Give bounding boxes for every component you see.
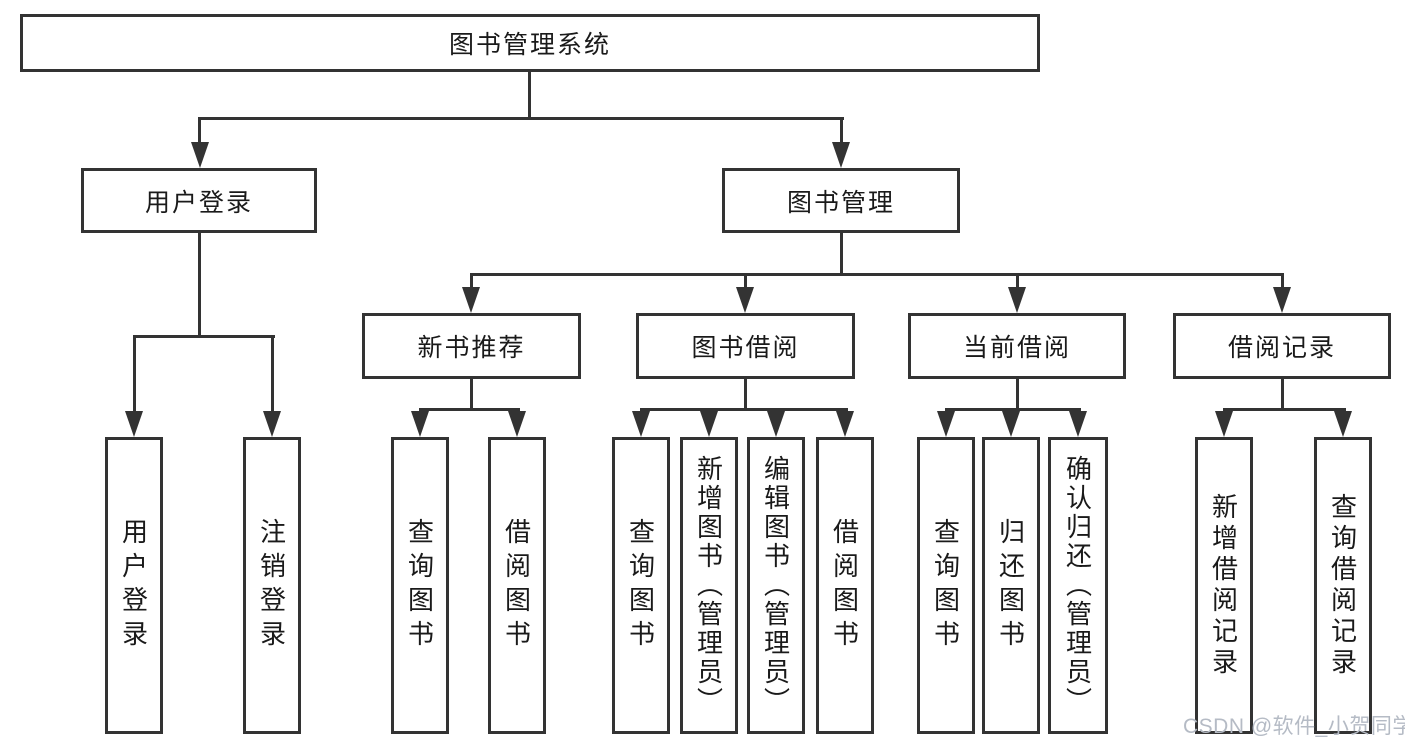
- connector-line: [470, 273, 1284, 276]
- leaf-borrow-book-borrow: 借阅图书: [816, 437, 874, 734]
- leaf-confirm-return-admin: 确认归还（管理员）: [1048, 437, 1108, 734]
- arrowhead-down: [736, 287, 754, 313]
- connector-line: [1223, 408, 1346, 411]
- node-book-borrow: 图书借阅: [636, 313, 855, 379]
- arrowhead-down: [836, 411, 854, 437]
- arrowhead-down: [632, 411, 650, 437]
- leaf-edit-book-admin: 编辑图书（管理员）: [747, 437, 805, 734]
- connector-line: [271, 335, 274, 413]
- arrowhead-down: [937, 411, 955, 437]
- arrowhead-down: [263, 411, 281, 437]
- csdn-watermark: CSDN @软件_小贺同学: [1183, 715, 1405, 738]
- arrowhead-down: [508, 411, 526, 437]
- node-current-borrow: 当前借阅: [908, 313, 1126, 379]
- leaf-query-book-current: 查询图书: [917, 437, 975, 734]
- arrowhead-down: [1334, 411, 1352, 437]
- connector-line: [198, 233, 201, 338]
- connector-line: [640, 408, 848, 411]
- leaf-add-borrow-record: 新增借阅记录: [1195, 437, 1253, 734]
- connector-line: [945, 408, 1081, 411]
- leaf-borrow-book-recommend: 借阅图书: [488, 437, 546, 734]
- connector-line: [133, 335, 275, 338]
- leaf-user-login: 用户登录: [105, 437, 163, 734]
- node-root: 图书管理系统: [20, 14, 1040, 72]
- connector-line: [744, 379, 747, 411]
- connector-line: [840, 233, 843, 276]
- arrowhead-down: [1008, 287, 1026, 313]
- connector-line: [133, 335, 136, 413]
- arrowhead-down: [700, 411, 718, 437]
- leaf-query-book-borrow: 查询图书: [612, 437, 670, 734]
- connector-line: [1016, 273, 1019, 289]
- connector-line: [840, 117, 843, 144]
- arrowhead-down: [191, 142, 209, 168]
- node-user-login: 用户登录: [81, 168, 317, 233]
- leaf-logout-login: 注销登录: [243, 437, 301, 734]
- arrowhead-down: [1273, 287, 1291, 313]
- connector-line: [198, 117, 844, 120]
- arrowhead-down: [832, 142, 850, 168]
- arrowhead-down: [1215, 411, 1233, 437]
- node-book-management: 图书管理: [722, 168, 960, 233]
- connector-line: [419, 408, 520, 411]
- connector-line: [528, 72, 531, 120]
- connector-line: [1016, 379, 1019, 411]
- connector-line: [744, 273, 747, 289]
- arrowhead-down: [462, 287, 480, 313]
- arrowhead-down: [411, 411, 429, 437]
- connector-line: [1281, 379, 1284, 411]
- connector-line: [470, 273, 473, 289]
- connector-line: [470, 379, 473, 411]
- arrowhead-down: [125, 411, 143, 437]
- arrowhead-down: [1002, 411, 1020, 437]
- arrowhead-down: [1069, 411, 1087, 437]
- leaf-return-book: 归还图书: [982, 437, 1040, 734]
- node-borrow-record: 借阅记录: [1173, 313, 1391, 379]
- leaf-add-book-admin: 新增图书（管理员）: [680, 437, 738, 734]
- connector-line: [198, 117, 201, 144]
- leaf-query-book-recommend: 查询图书: [391, 437, 449, 734]
- node-new-book-recommend: 新书推荐: [362, 313, 581, 379]
- connector-line: [1281, 273, 1284, 289]
- arrowhead-down: [767, 411, 785, 437]
- leaf-query-borrow-record: 查询借阅记录: [1314, 437, 1372, 734]
